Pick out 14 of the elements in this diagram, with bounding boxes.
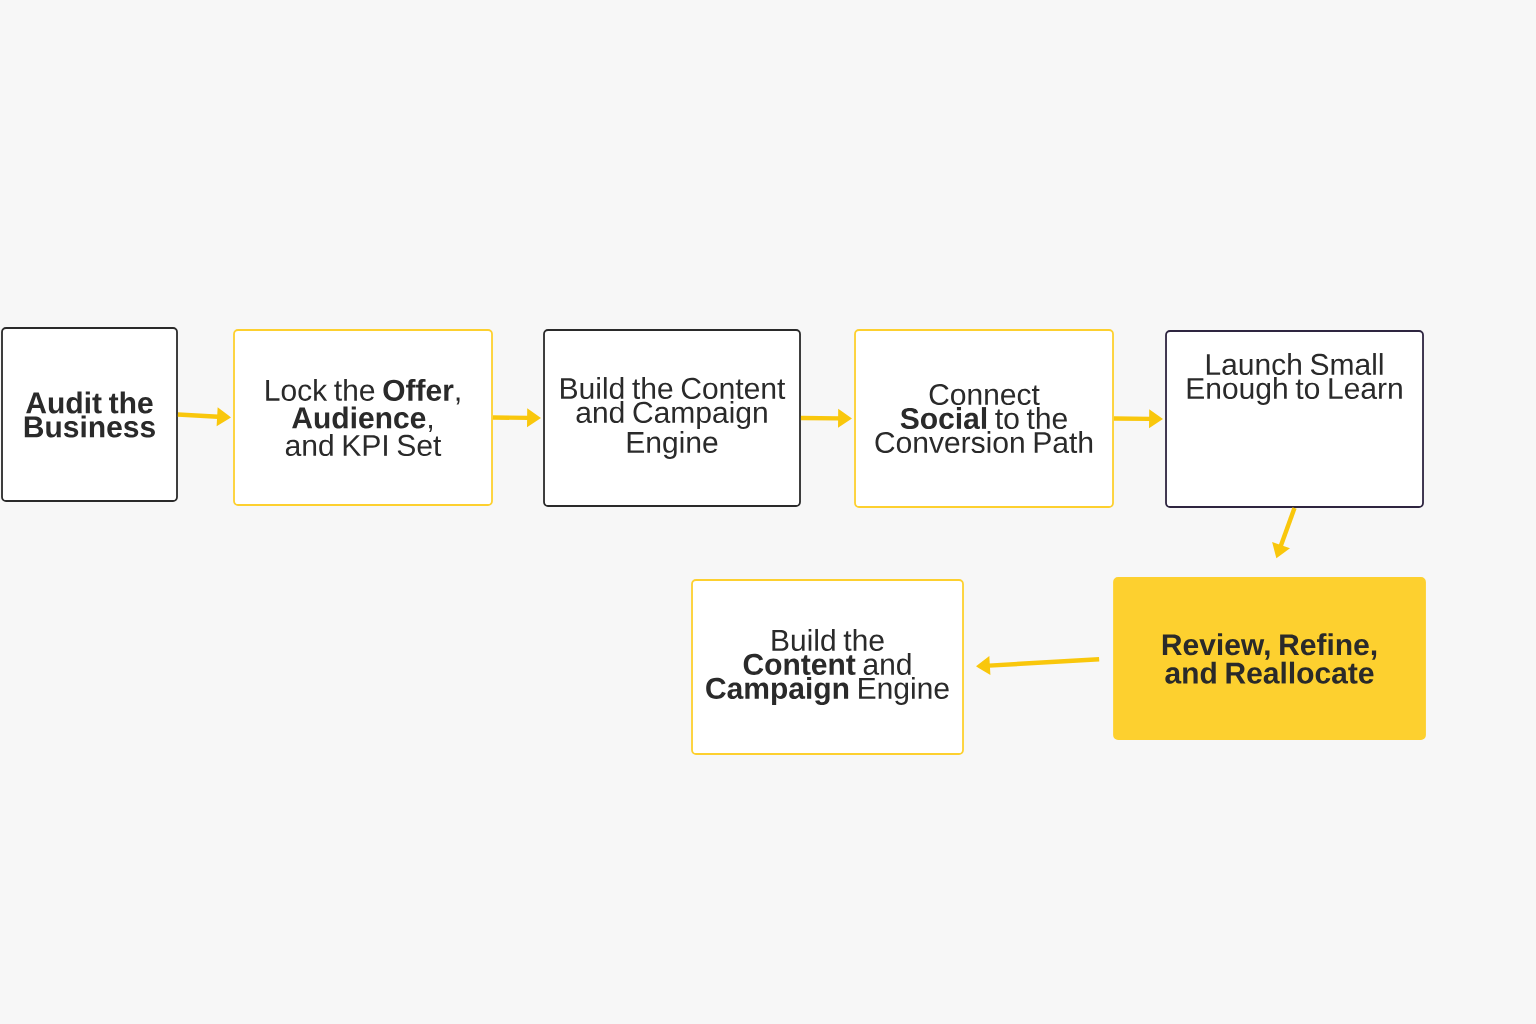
step-box [233,329,493,506]
step-label: Build the Content and Campaign Engine [561,377,786,459]
step-label: Lock the Offer, Audience, and KPI Set [266,378,460,457]
step-label: Review, Refine, and Reallocate [1162,633,1377,684]
step-label: Launch Small Enough to Learn [1187,353,1402,405]
step-label: Audit the Business [24,391,155,438]
step-label: Build the Content and Campaign Engine [706,628,949,706]
step-box [1,327,178,502]
step-box [691,579,964,755]
step-label: Connect Social to the Conversion Path [875,383,1093,454]
highlight-box [1113,577,1426,740]
step-box [854,329,1114,508]
step-box [1165,330,1424,508]
step-box [543,329,801,507]
